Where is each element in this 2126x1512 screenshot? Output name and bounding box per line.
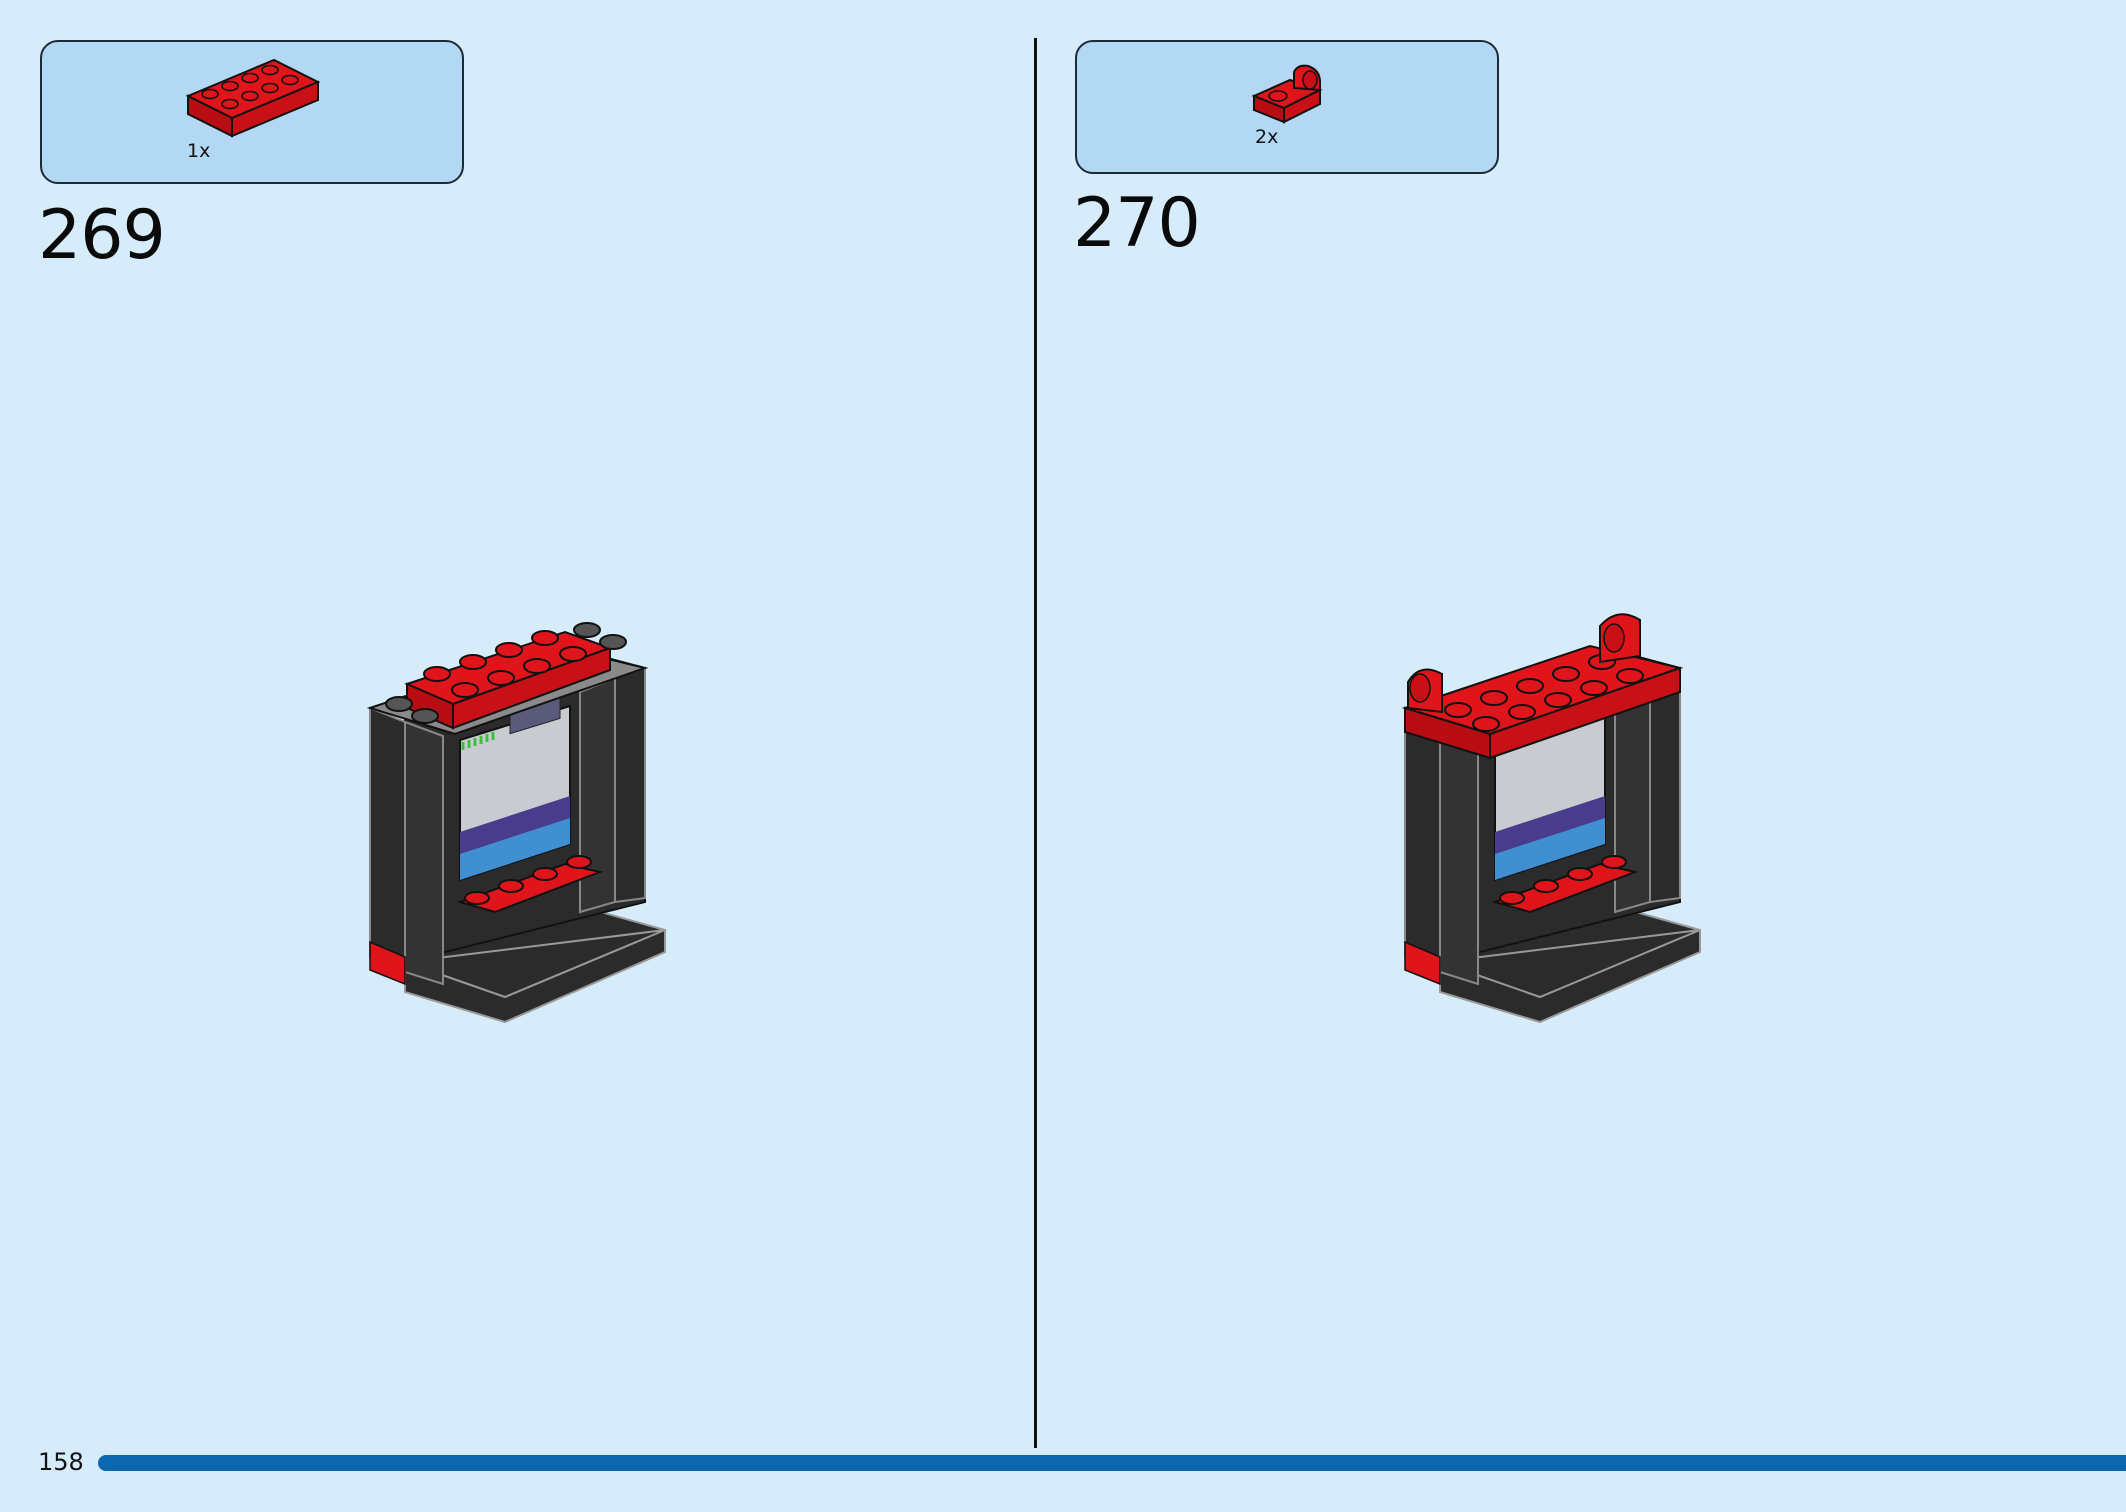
part-quantity: 1x	[187, 140, 211, 162]
red-2x4-plate-icon	[185, 58, 321, 138]
progress-bar	[98, 1455, 2126, 1471]
step-number: 269	[38, 196, 166, 275]
build-model	[1401, 613, 1701, 1024]
build-model	[366, 622, 666, 1024]
red-1x1-plate-with-clip-icon	[1251, 64, 1323, 124]
page-number: 158	[38, 1448, 84, 1476]
step-divider	[1034, 38, 1037, 1448]
step-number: 270	[1073, 184, 1201, 263]
part-quantity: 2x	[1255, 126, 1279, 148]
